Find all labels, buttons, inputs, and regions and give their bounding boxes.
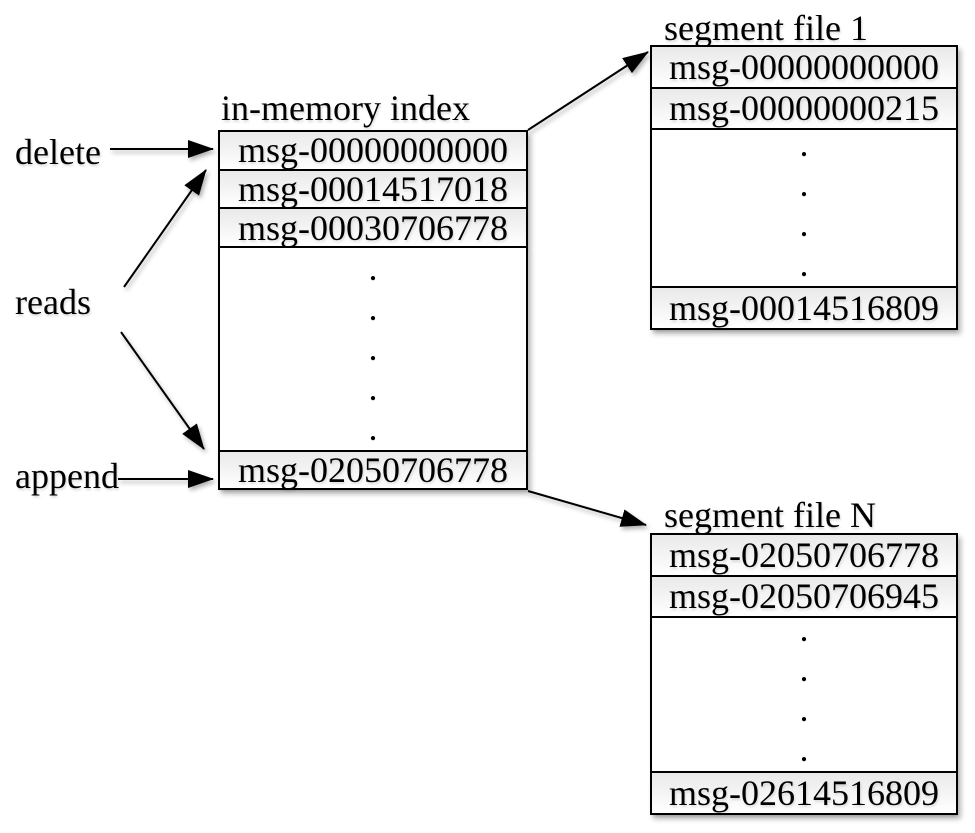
ellipsis-dot: .	[799, 164, 809, 204]
ellipsis-dot: .	[368, 368, 378, 408]
in-memory-index-title: in-memory index	[221, 88, 470, 128]
segment1-ellipsis: ....	[652, 130, 956, 286]
segment1-entry: msg-00000000000	[652, 47, 956, 89]
segment1-entry: msg-00000000215	[652, 88, 956, 130]
segment-file-1-title: segment file 1	[664, 8, 868, 48]
segmentN-entry-bottom: msg-02614516809	[652, 771, 956, 813]
segmentN-ellipsis: ....	[652, 618, 956, 771]
reads-label: reads	[15, 282, 91, 322]
ellipsis-dot: .	[368, 328, 378, 368]
ellipsis-dot: .	[799, 689, 809, 729]
index-entry: msg-00030706778	[220, 208, 526, 249]
ellipsis-dot: .	[368, 248, 378, 288]
index-to-segment1-arrow	[527, 51, 649, 131]
index-ellipsis: .....	[220, 248, 526, 450]
ellipsis-dot: .	[799, 130, 809, 164]
segmentN-entry: msg-02050706945	[652, 576, 956, 618]
segmentN-entry: msg-02050706778	[652, 535, 956, 577]
ellipsis-dot: .	[368, 408, 378, 448]
segment1-entry-bottom: msg-00014516809	[652, 286, 956, 328]
delete-label: delete	[15, 132, 101, 172]
reads-arrow-down	[120, 331, 205, 450]
reads-arrow-up	[123, 169, 207, 288]
ellipsis-dot: .	[799, 729, 809, 769]
segment-file-N-title: segment file N	[664, 495, 876, 535]
index-to-segmentN-arrow	[527, 490, 647, 527]
index-entry: msg-00000000000	[220, 130, 526, 171]
ellipsis-dot: .	[368, 288, 378, 328]
index-entry-bottom: msg-02050706778	[220, 450, 526, 490]
ellipsis-dot: .	[799, 244, 809, 284]
append-label: append	[15, 456, 119, 496]
index-entry: msg-00014517018	[220, 169, 526, 210]
ellipsis-dot: .	[799, 618, 809, 649]
ellipsis-dot: .	[799, 204, 809, 244]
ellipsis-dot: .	[799, 649, 809, 689]
